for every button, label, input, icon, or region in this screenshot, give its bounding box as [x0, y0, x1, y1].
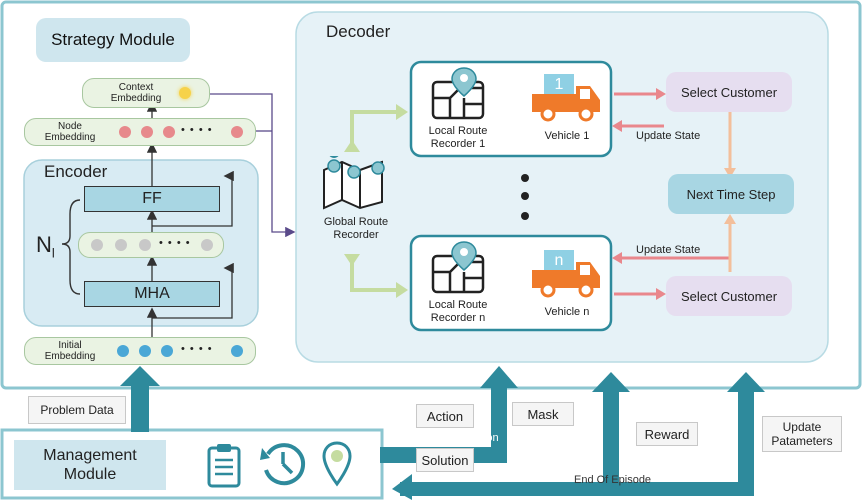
context-embedding-box: Context Embedding [82, 78, 210, 108]
initial-embedding-node [231, 345, 243, 357]
next-time-step-box: Next Time Step [668, 174, 794, 214]
hidden-ellipsis: • • • • [159, 237, 191, 249]
location-pin-icon [320, 440, 354, 488]
initial-embedding-node [139, 345, 151, 357]
initial-embedding-node [117, 345, 129, 357]
local-route-recorder-n-label: Local Route Recorder n [428, 299, 488, 324]
initial-embedding-ellipsis: • • • • [181, 343, 213, 355]
hidden-embedding-box: • • • • [78, 232, 224, 258]
initial-embedding-label: Initial Embedding [44, 340, 96, 362]
mha-block: MHA [84, 281, 220, 307]
update-state-bottom-label: Update State [636, 244, 701, 256]
global-route-recorder-label: Global Route Recorder [323, 216, 389, 241]
context-embedding-label: Context Embedding [110, 82, 162, 104]
reward-tag: Reward [636, 422, 698, 446]
hidden-node [115, 239, 127, 251]
local-route-map-icon-n [430, 240, 486, 294]
vehicle-1-label: Vehicle 1 [544, 130, 590, 142]
node-embedding-label: Node Embedding [44, 121, 96, 143]
node-embedding-ellipsis: • • • • [181, 124, 213, 136]
hidden-node [201, 239, 213, 251]
node-embedding-node [141, 126, 153, 138]
initial-embedding-node [161, 345, 173, 357]
node-embedding-node [119, 126, 131, 138]
action-tag: Action [416, 404, 474, 428]
hidden-node [139, 239, 151, 251]
node-embedding-node [231, 126, 243, 138]
node-embedding-box: Node Embedding • • • • [24, 118, 256, 146]
after-each-decision-label: After Each Decision [402, 432, 499, 444]
vehicle-n-label: Vehicle n [544, 306, 590, 318]
clipboard-icon [206, 442, 242, 488]
management-module-title: Management Module [14, 440, 166, 490]
update-state-top-label: Update State [636, 130, 701, 142]
mask-tag: Mask [512, 402, 574, 426]
nl-label: Nl [36, 232, 55, 260]
solution-tag: Solution [416, 448, 474, 472]
nl-brace [61, 199, 81, 295]
ff-block: FF [84, 186, 220, 212]
hidden-node [91, 239, 103, 251]
truck-icon-1: 1 [528, 72, 602, 122]
nl-label-main: N [36, 232, 52, 257]
node-embedding-node [163, 126, 175, 138]
select-customer-bottom: Select Customer [666, 276, 792, 316]
decoder-title: Decoder [326, 22, 391, 41]
vehicle-1-badge: 1 [554, 76, 564, 93]
clock-refresh-icon [258, 440, 308, 490]
local-route-recorder-1-label: Local Route Recorder 1 [428, 125, 488, 150]
select-customer-top: Select Customer [666, 72, 792, 112]
strategy-module-title: Strategy Module [36, 18, 190, 62]
initial-embedding-box: Initial Embedding • • • • [24, 337, 256, 365]
update-parameters-tag: Update Patameters [762, 416, 842, 452]
truck-icon-n: n [528, 248, 602, 298]
end-of-episode-label: End Of Episode [574, 474, 652, 486]
encoder-title: Encoder [44, 162, 108, 181]
local-route-map-icon-1 [430, 66, 486, 120]
problem-data-tag: Problem Data [28, 396, 126, 424]
vehicle-n-badge: n [554, 252, 564, 269]
global-route-map-icon [320, 156, 392, 210]
context-embedding-node [179, 87, 191, 99]
nl-label-sub: l [51, 245, 55, 261]
